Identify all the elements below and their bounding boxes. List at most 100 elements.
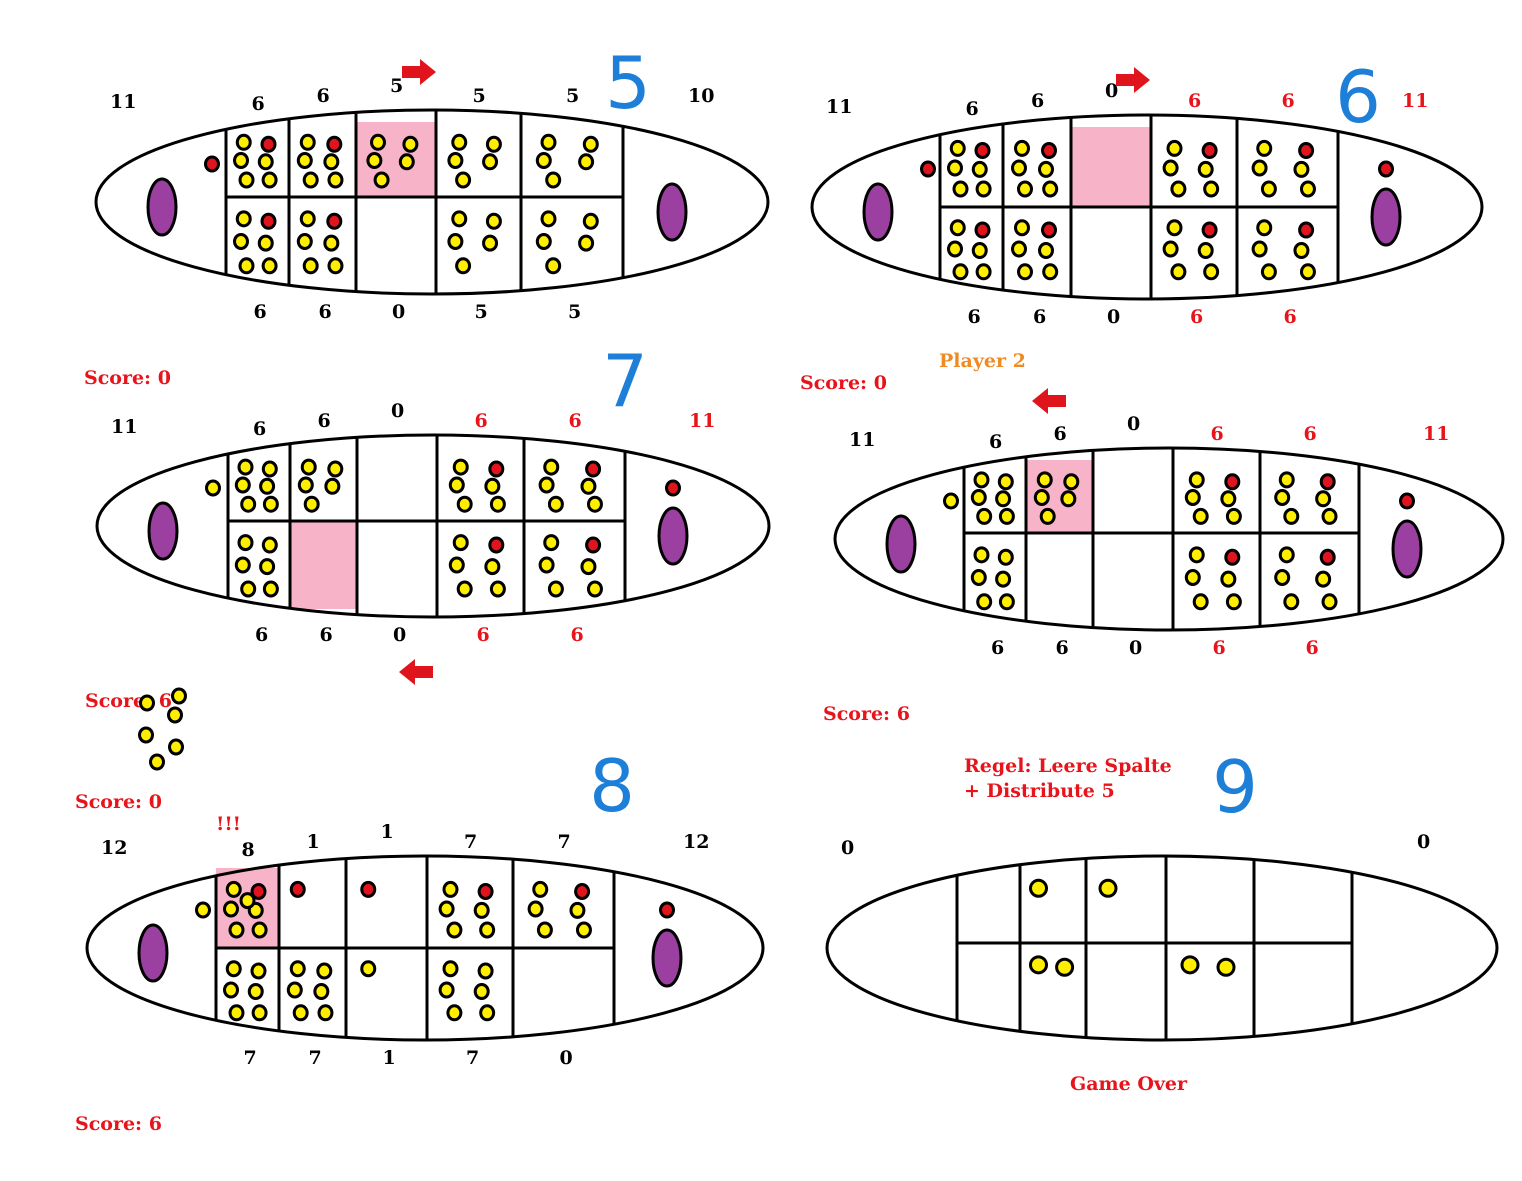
store-right	[656, 182, 688, 242]
board-outline	[94, 108, 770, 296]
yellow-seed	[582, 135, 599, 153]
yellow-seed	[300, 458, 317, 476]
yellow-seed	[447, 233, 464, 250]
store-count-right: 11	[1423, 423, 1449, 445]
yellow-seed	[479, 921, 496, 939]
store-count-left: 11	[849, 429, 875, 451]
red-seed	[260, 212, 277, 230]
yellow-seed	[286, 981, 303, 999]
red-seed	[260, 135, 277, 153]
yellow-seed	[446, 921, 463, 939]
red-seed	[974, 221, 991, 239]
yellow-seed	[543, 534, 560, 552]
store-count-right: 11	[1402, 90, 1428, 112]
yellow-seed	[479, 1004, 496, 1022]
yellow-seed	[949, 139, 966, 157]
direction-arrow	[402, 59, 436, 85]
yellow-seed	[456, 580, 473, 598]
yellow-seed	[1038, 160, 1054, 178]
yellow-seed	[1251, 159, 1268, 177]
score-label: Score: 0	[84, 367, 171, 389]
yellow-seed	[477, 962, 494, 980]
board-outline	[95, 433, 771, 619]
pit-count-bottom: 6	[968, 306, 981, 328]
pit-count-bottom: 6	[1213, 637, 1226, 659]
yellow-seed	[303, 495, 320, 513]
yellow-seed	[1321, 507, 1338, 525]
pit-count-bottom: 0	[560, 1047, 573, 1069]
store-left	[862, 182, 894, 242]
yellow-seed	[442, 960, 459, 978]
red-seed	[360, 880, 377, 898]
yellow-seed	[1170, 180, 1187, 198]
yellow-seed	[532, 880, 549, 898]
score-label: Score: 6	[75, 1113, 162, 1135]
yellow-seed	[547, 580, 564, 598]
pit-count-bottom: 6	[1306, 637, 1319, 659]
yellow-seed	[451, 133, 468, 151]
yellow-seed	[225, 880, 242, 898]
direction-arrow	[1032, 388, 1066, 414]
yellow-seed	[1184, 489, 1201, 506]
yellow-seed	[455, 257, 472, 275]
pit-count-bottom: 6	[1056, 637, 1069, 659]
red-seed	[1041, 142, 1057, 159]
yellow-seed	[1197, 242, 1214, 260]
highlighted-pit	[290, 521, 357, 609]
pit-count-bottom: 6	[254, 301, 267, 323]
store-right	[657, 506, 689, 566]
yellow-seed	[1251, 240, 1268, 258]
yellow-seed	[484, 558, 501, 576]
yellow-seed	[1033, 489, 1050, 506]
yellow-seed	[451, 210, 468, 228]
yellow-seed	[485, 135, 502, 153]
yellow-seed	[473, 983, 490, 1001]
yellow-seed	[360, 960, 377, 978]
outside-seed-left	[205, 479, 221, 497]
yellow-seed	[228, 921, 245, 939]
yellow-seed	[997, 473, 1014, 491]
pit-count-bottom: 6	[571, 624, 584, 646]
yellow-seed	[995, 570, 1012, 588]
yellow-seed	[482, 153, 499, 171]
yellow-seed	[1098, 878, 1118, 898]
pit-count-top: 8	[242, 839, 255, 861]
pit-count-top: 6	[1031, 90, 1044, 112]
yellow-seed	[586, 495, 603, 513]
board-outline	[810, 113, 1484, 301]
pit-count-bottom: 6	[1033, 306, 1046, 328]
yellow-seed	[1166, 139, 1183, 157]
yellow-seed	[323, 234, 340, 252]
yellow-seed	[302, 257, 319, 275]
direction-arrow	[1116, 67, 1150, 93]
captured-seeds: Score: 0	[75, 687, 187, 813]
yellow-seed	[540, 133, 557, 151]
yellow-seed	[292, 1004, 309, 1022]
red-seed	[1224, 548, 1241, 566]
yellow-seed	[1188, 546, 1205, 564]
arrow-right-icon	[402, 59, 436, 85]
pit-count-bottom: 5	[568, 301, 581, 323]
yellow-seed	[1017, 263, 1033, 281]
outside-seed-left	[204, 155, 220, 173]
yellow-seed	[1299, 263, 1316, 281]
direction-arrow	[399, 659, 433, 685]
yellow-seed	[1274, 489, 1291, 506]
red-seed	[326, 135, 343, 153]
yellow-seed	[251, 921, 268, 939]
yellow-seed	[398, 153, 415, 171]
pit-count-top: 6	[569, 410, 582, 432]
yellow-seed	[1220, 490, 1237, 508]
pit-count-bottom: 6	[320, 624, 333, 646]
yellow-seed	[527, 900, 544, 918]
step-number: 9	[1212, 745, 1258, 829]
store-right	[651, 928, 683, 988]
captured-seed	[171, 687, 187, 705]
pit-count-top: 0	[1127, 413, 1140, 435]
yellow-seed	[1225, 507, 1242, 525]
game-over-label: Game Over	[1070, 1073, 1188, 1095]
yellow-seed	[259, 477, 276, 495]
yellow-seed	[1039, 507, 1056, 525]
